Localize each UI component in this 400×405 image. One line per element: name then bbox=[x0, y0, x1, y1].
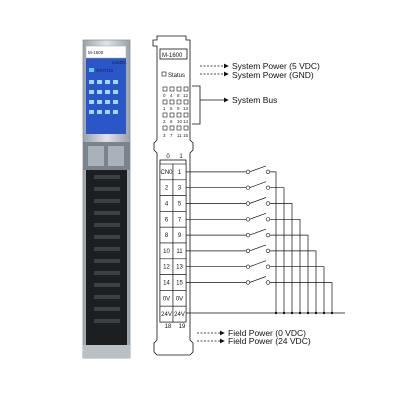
switch-arm bbox=[249, 165, 267, 173]
bus-led-grid bbox=[162, 86, 189, 131]
bus-pin: 14 bbox=[183, 119, 189, 124]
bus-pin-row-bot: 3 7 11 15 bbox=[163, 133, 189, 138]
switch-arm bbox=[249, 212, 267, 220]
switch-contact bbox=[265, 264, 271, 269]
status-label: Status bbox=[168, 73, 185, 79]
module-model: M-1600 bbox=[162, 53, 183, 59]
led-grid bbox=[89, 80, 118, 114]
switch-arm bbox=[249, 276, 267, 283]
return-wire bbox=[270, 250, 317, 313]
bus-pin: 9 bbox=[177, 106, 180, 111]
bus-pin: 15 bbox=[183, 133, 189, 138]
return-wire bbox=[270, 171, 277, 313]
switch-arm bbox=[249, 260, 267, 268]
terminal-label: 24V bbox=[161, 312, 172, 318]
bus-pin: 0 bbox=[163, 93, 166, 98]
terminal-label: 1 bbox=[178, 170, 182, 176]
bus-pin: 7 bbox=[170, 133, 173, 138]
switch-contact bbox=[265, 233, 271, 238]
module-photo: M-1600 24VDC STATUS bbox=[82, 39, 131, 359]
terminal-label: 3 bbox=[178, 186, 182, 192]
return-wire bbox=[270, 266, 325, 313]
terminal-label: 0V bbox=[163, 296, 170, 302]
return-wire bbox=[270, 282, 333, 313]
terminal-label: 4 bbox=[165, 202, 169, 208]
switch-contact bbox=[245, 264, 251, 269]
callout-power-5v: System Power (5 VDC) bbox=[232, 61, 320, 71]
bus-pin-row-mid: 1 5 9 13 bbox=[163, 106, 189, 111]
switch-contact bbox=[265, 201, 271, 206]
switch-contact bbox=[245, 217, 251, 222]
photo-status-text: STATUS bbox=[96, 68, 113, 73]
bus-pin: 10 bbox=[177, 119, 183, 124]
bus-pin-row-mid2: 2 6 10 14 bbox=[163, 119, 189, 124]
bus-pin: 8 bbox=[177, 93, 180, 98]
terminal-label: 13 bbox=[176, 265, 183, 271]
terminal-label: 24V bbox=[174, 312, 185, 318]
status-indicator bbox=[161, 71, 167, 77]
callout-bus: System Bus bbox=[232, 95, 277, 105]
callout-power-gnd: System Power (GND) bbox=[232, 70, 314, 80]
terminal-label: 6 bbox=[165, 217, 169, 223]
switch-arm bbox=[249, 197, 267, 204]
bus-pin: 6 bbox=[170, 119, 173, 124]
return-wire bbox=[270, 187, 285, 313]
terminal-label: 11 bbox=[176, 249, 183, 255]
bottom-number-18: 18 bbox=[165, 324, 172, 330]
column-header-1: 1 bbox=[179, 154, 183, 160]
terminal-label: 10 bbox=[163, 249, 170, 255]
terminal-connector bbox=[86, 170, 127, 345]
terminal-label: 0V bbox=[176, 296, 183, 302]
callout-field-24v: Field Power (24 VDC) bbox=[228, 336, 311, 346]
photo-subtitle: 24VDC bbox=[112, 60, 127, 65]
terminal-label: 7 bbox=[178, 217, 182, 223]
terminal-label: 12 bbox=[163, 265, 170, 271]
switch-contact bbox=[245, 201, 251, 206]
switch-contact bbox=[265, 217, 271, 222]
switch-contact bbox=[265, 280, 271, 285]
terminal-label: 9 bbox=[178, 233, 182, 239]
switch-contact bbox=[265, 185, 271, 190]
return-wire bbox=[270, 218, 301, 313]
bus-pin: 11 bbox=[177, 133, 182, 138]
switch-contact bbox=[265, 248, 271, 253]
switch-arm bbox=[249, 228, 267, 236]
bus-pin: 5 bbox=[170, 106, 173, 111]
bus-pin: 1 bbox=[163, 106, 166, 111]
terminal-label: 15 bbox=[176, 281, 183, 287]
terminal-label: 5 bbox=[178, 202, 182, 208]
return-wire bbox=[270, 203, 293, 313]
switch-contact bbox=[265, 169, 271, 174]
bus-pin: 4 bbox=[170, 93, 173, 98]
bus-pin: 12 bbox=[183, 93, 189, 98]
switch-contact bbox=[245, 169, 251, 174]
bus-pin: 2 bbox=[163, 119, 166, 124]
switch-contact bbox=[245, 233, 251, 238]
switch-contact bbox=[245, 248, 251, 253]
switch-wiring bbox=[186, 165, 345, 315]
bus-bracket bbox=[192, 85, 229, 125]
column-header-0: 0 bbox=[166, 154, 170, 160]
switch-arm bbox=[249, 244, 267, 252]
callout-field-0v: Field Power (0 VDC) bbox=[228, 328, 306, 338]
terminal-label: 8 bbox=[165, 233, 169, 239]
status-led bbox=[89, 68, 94, 72]
bus-pin-row-top: 0 4 8 12 bbox=[163, 93, 189, 98]
photo-model-label: M-1600 bbox=[88, 50, 104, 55]
terminal-label: CN0 bbox=[160, 170, 173, 176]
switch-contact bbox=[245, 185, 251, 190]
terminal-label: 14 bbox=[163, 281, 170, 287]
terminal-label: 2 bbox=[165, 186, 169, 192]
bus-pin: 13 bbox=[183, 106, 189, 111]
switch-arm bbox=[249, 181, 267, 189]
return-wire bbox=[270, 234, 309, 313]
terminal-cell bbox=[172, 305, 187, 323]
bus-pin: 3 bbox=[163, 133, 166, 138]
bottom-number-19: 19 bbox=[179, 324, 186, 330]
switch-contact bbox=[245, 280, 251, 285]
